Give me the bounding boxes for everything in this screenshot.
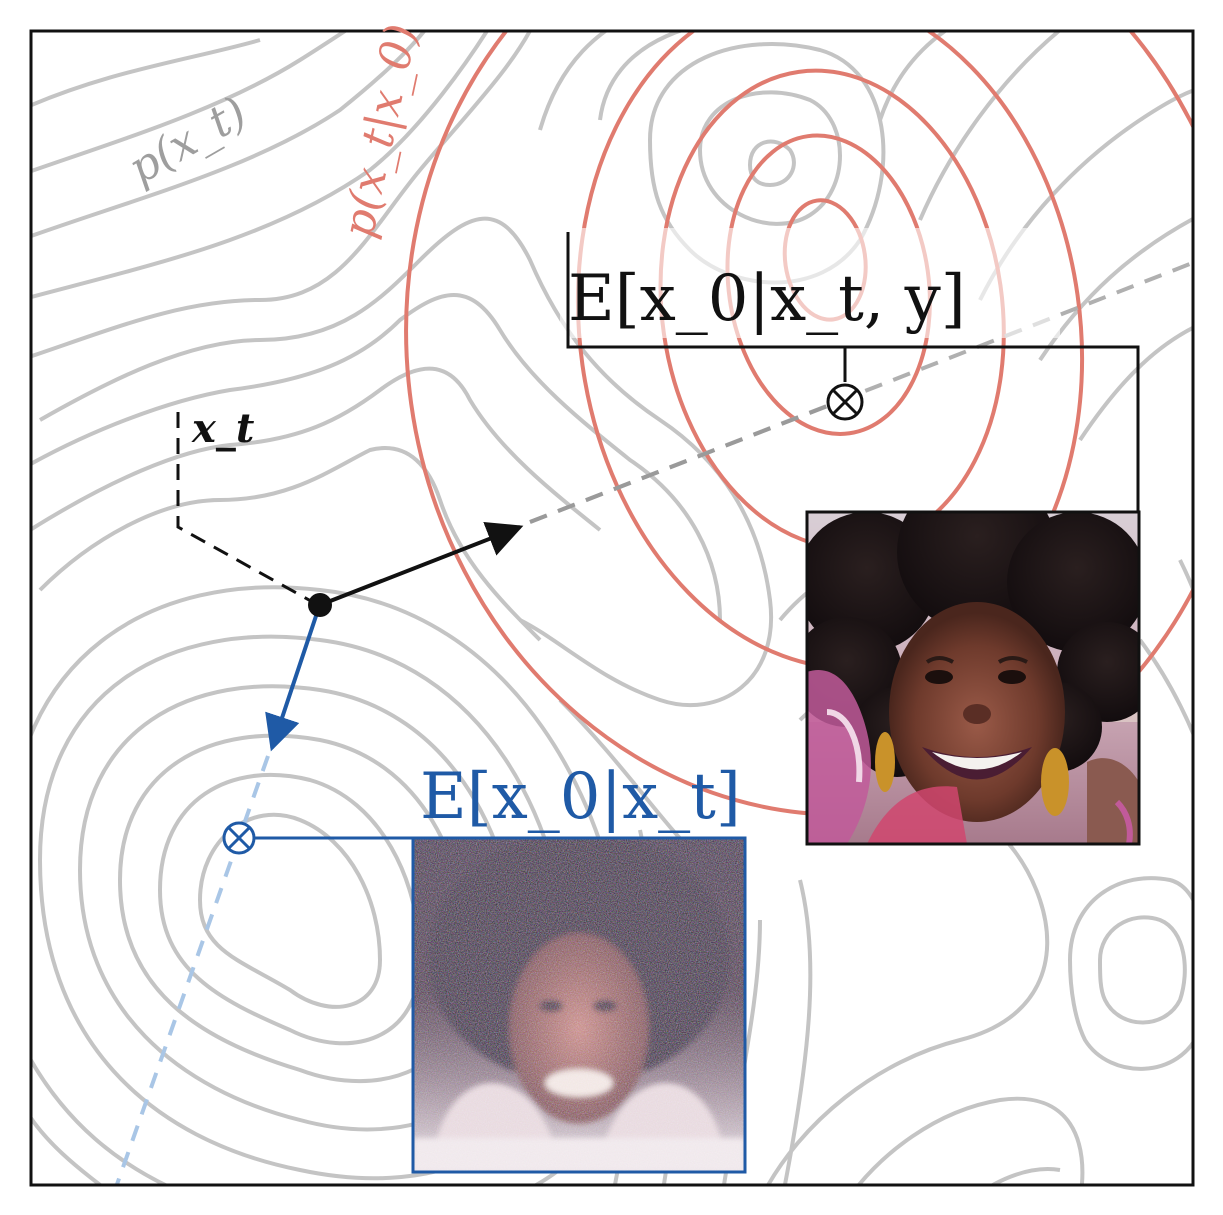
conditional-estimate-connector: [566, 232, 1140, 512]
unconditional-step-arrow: [265, 609, 320, 752]
prior-contour: [31, 31, 533, 359]
prior-contour: [31, 585, 633, 1185]
prior-contour: [31, 293, 722, 621]
unconditional-estimate-marker: [222, 821, 256, 855]
plot-frame: [29, 29, 1195, 1187]
prior-contour: [31, 31, 427, 239]
prior-contour: [747, 139, 796, 188]
unconditional-estimate-label: E[x_0|x_t]: [420, 760, 741, 834]
prior-contour: [878, 31, 949, 121]
prior-contour: [1178, 559, 1193, 595]
prior-contour: [856, 1096, 1085, 1185]
current-state-label: x_t: [191, 405, 255, 452]
conditional-sample-image: [805, 510, 1141, 846]
current-state-point: [308, 593, 332, 617]
conditional-estimate-label-backdrop: [560, 228, 1060, 338]
prior-contour: [38, 446, 542, 642]
prior-contour: [989, 1167, 1061, 1185]
unconditional-direction-extension: [114, 755, 270, 1185]
prior-contour: [31, 38, 261, 108]
prior-contour: [31, 31, 349, 174]
prior-contour: [538, 31, 609, 131]
unconditional-sample-image: [411, 836, 747, 1174]
conditional-step-arrow: [319, 522, 524, 607]
conditional-estimate-marker: [826, 383, 864, 421]
prior-contour: [31, 366, 602, 532]
prior-contour: [31, 1114, 104, 1185]
prior-contour: [782, 879, 813, 1185]
prior-contour: [1067, 876, 1193, 1071]
prior-contour: [31, 1056, 170, 1185]
conditional-estimate-label: E[x_0|x_t, y]: [568, 262, 966, 336]
prior-contour: [1097, 915, 1187, 1025]
prior-contour: [598, 31, 686, 121]
prior-contour: [197, 812, 383, 1009]
conditional-direction-extension-dark: [529, 403, 831, 524]
prior-contour: [31, 31, 490, 300]
current-state-bracket: [176, 412, 319, 607]
prior-contour: [918, 31, 1062, 221]
